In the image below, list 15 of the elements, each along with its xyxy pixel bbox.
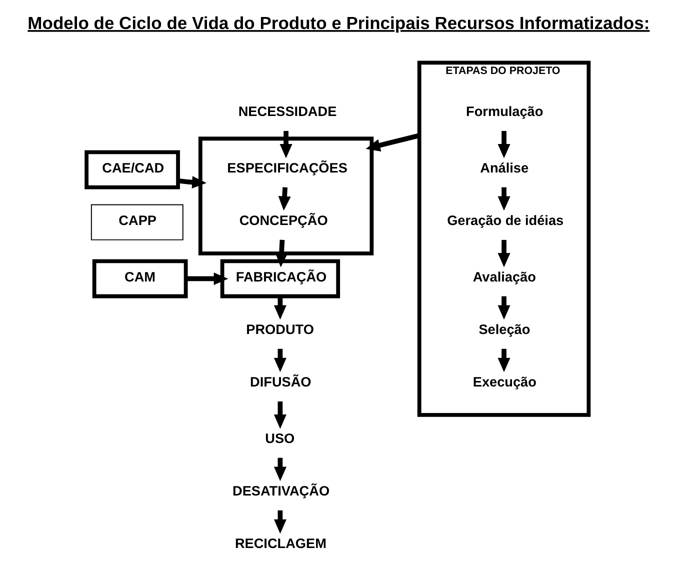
node-text: Geração de idéias [447,212,564,228]
node-text: USO [265,430,295,446]
node-text: Análise [480,160,529,176]
node-text: RECICLAGEM [234,536,326,551]
node-text: CONCEPÇÃO [239,212,328,228]
node-text: NECESSIDADE [238,104,337,119]
diagram-title: Modelo de Ciclo de Vida do Produto e Principais Recursos Informatizados: [28,13,650,34]
node-text: Formulação [466,104,544,119]
node-text: Seleção [478,322,530,337]
node-text: PRODUTO [246,322,314,337]
node-text: DESATIVAÇÃO [232,483,330,498]
node-text: DIFUSÃO [250,374,312,390]
node-text: Execução [472,374,536,390]
node-text: ESPECIFICAÇÕES [227,160,348,176]
node-text: Avaliação [472,269,536,284]
